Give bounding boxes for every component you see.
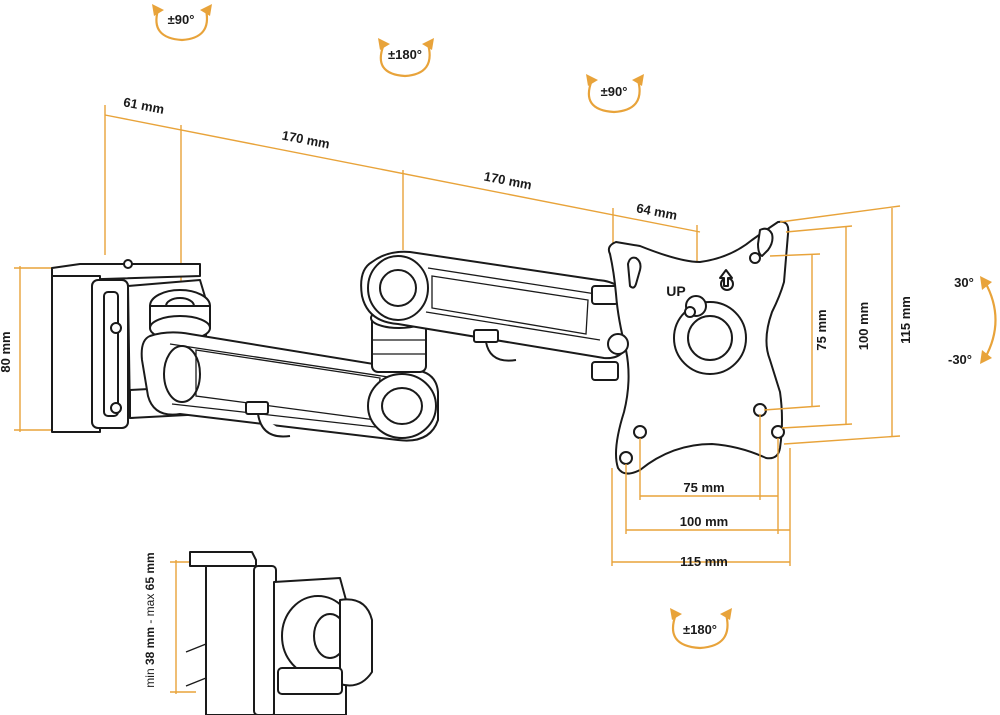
up-arrow-icon bbox=[719, 269, 733, 287]
tilt-up-label: 30° bbox=[954, 275, 974, 290]
rotation-indicator-top-mid: ±180° bbox=[378, 38, 434, 78]
rotation-indicator-top-right: ±90° bbox=[586, 74, 644, 114]
clamp-range-prefix: min bbox=[143, 668, 157, 687]
desk-clamp-inset: min 38 mm - max 65 mm bbox=[143, 551, 373, 715]
dim-head: 64 mm bbox=[635, 200, 678, 223]
dim-vesa-h100: 100 mm bbox=[680, 514, 728, 529]
tilt-down-label: -30° bbox=[948, 352, 972, 367]
dim-wall-offset: 61 mm bbox=[122, 94, 165, 117]
rotation-label: ±180° bbox=[388, 47, 422, 62]
rotation-label: ±90° bbox=[168, 12, 195, 27]
clamp-range-min: 38 mm bbox=[143, 627, 157, 665]
rotation-indicator-bottom: ±180° bbox=[670, 608, 732, 650]
arm-segment-1 bbox=[140, 331, 439, 442]
vesa-horizontal-dimensions: 75 mm 100 mm 115 mm bbox=[611, 414, 791, 569]
dim-vesa-v75: 75 mm bbox=[814, 309, 829, 350]
rotation-label: ±180° bbox=[683, 622, 717, 637]
rotation-label: ±90° bbox=[601, 84, 628, 99]
tilt-indicator: 30° -30° bbox=[948, 275, 997, 367]
clamp-range-mid: - max bbox=[143, 594, 157, 624]
vesa-plate: UP bbox=[607, 220, 790, 475]
rotation-indicator-top-left: ±90° bbox=[152, 4, 212, 42]
dim-vesa-v115: 115 mm bbox=[898, 296, 913, 344]
dim-vesa-h75: 75 mm bbox=[683, 480, 724, 495]
dim-bracket-height: 80 mm bbox=[0, 331, 13, 372]
dim-arm1: 170 mm bbox=[281, 128, 331, 152]
vesa-vertical-dimensions: 75 mm 100 mm 115 mm bbox=[763, 205, 913, 445]
up-label: UP bbox=[666, 283, 685, 299]
arm-segment-2 bbox=[360, 250, 631, 381]
dim-vesa-v100: 100 mm bbox=[856, 302, 871, 350]
clamp-range-label: min 38 mm - max 65 mm bbox=[143, 552, 157, 687]
clamp-range-max: 65 mm bbox=[143, 552, 157, 590]
dim-arm2: 170 mm bbox=[483, 169, 533, 193]
dim-vesa-h115: 115 mm bbox=[680, 554, 728, 569]
